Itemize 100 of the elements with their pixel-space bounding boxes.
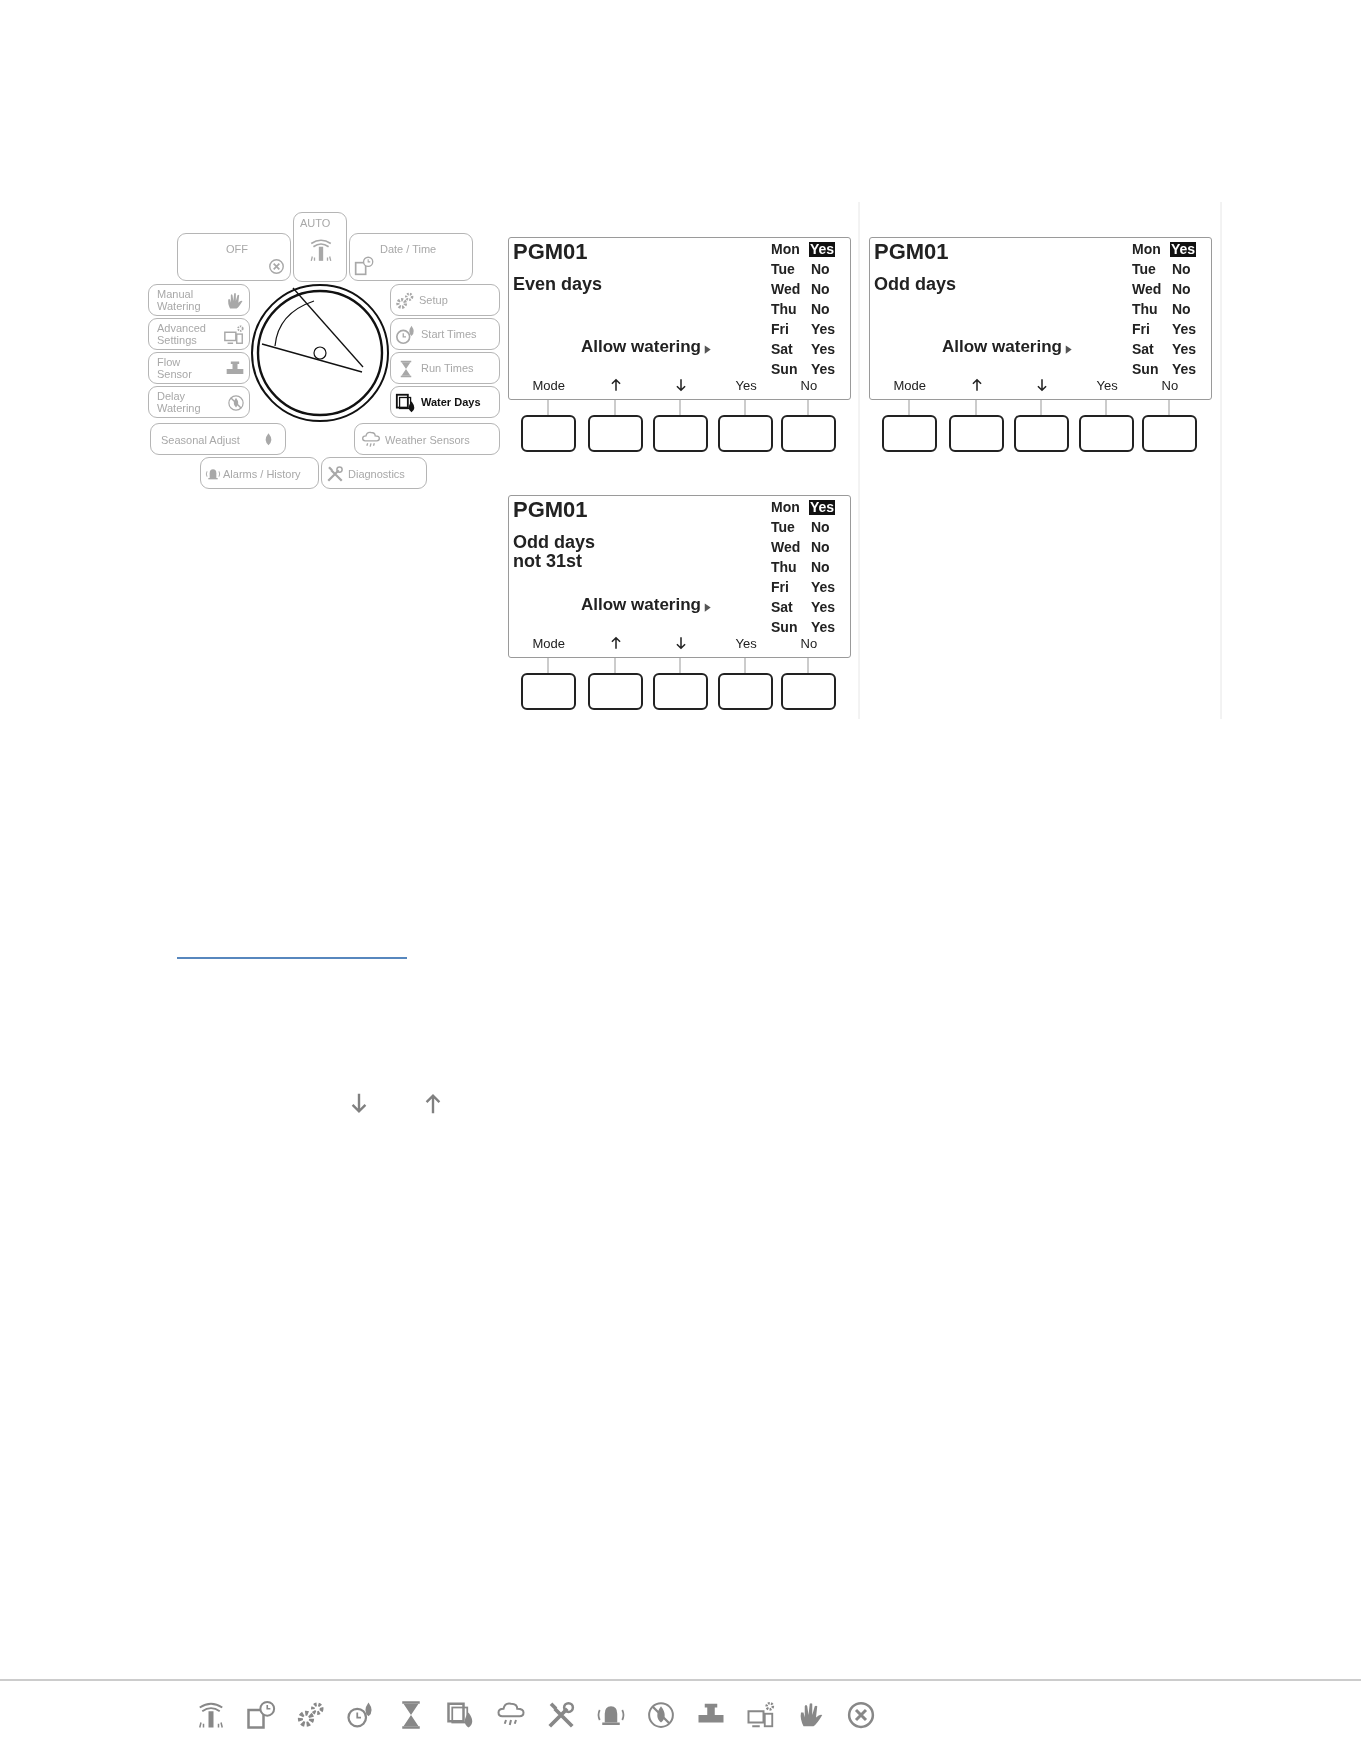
program-title: PGM01	[513, 498, 588, 521]
lcd-screen	[508, 237, 851, 400]
status-text: Allow watering	[581, 338, 701, 356]
dial-segment	[349, 233, 473, 281]
dial-segment	[148, 284, 250, 316]
day-value: No	[811, 302, 830, 317]
soft-key-button	[882, 415, 937, 452]
day-label: Thu	[771, 302, 797, 317]
day-value: Yes	[1172, 362, 1197, 377]
soft-key-label: No	[1161, 379, 1179, 393]
leader-line	[975, 399, 977, 416]
day-label: Tue	[771, 520, 795, 535]
day-value: Yes	[811, 322, 836, 337]
leader-line	[1168, 399, 1170, 416]
leader-line	[807, 657, 809, 674]
mode-text: Odd days not 31st	[513, 533, 597, 571]
segment-label: OFF	[226, 243, 249, 255]
soft-key-button	[781, 415, 836, 452]
segment-label: Flow Sensor	[157, 356, 193, 380]
segment-label: Alarms / History	[223, 468, 302, 480]
day-label: Mon	[1132, 242, 1161, 257]
day-value: No	[811, 520, 830, 535]
dial-segment	[321, 457, 427, 489]
day-value: Yes	[811, 342, 836, 357]
leader-line	[679, 399, 681, 416]
day-value: Yes	[1172, 342, 1197, 357]
soft-key-button	[521, 673, 576, 710]
segment-label: Setup	[419, 294, 449, 306]
dial-segment	[390, 318, 500, 350]
dial-segment	[354, 423, 500, 455]
dial-segment	[390, 386, 500, 418]
soft-key-button	[521, 415, 576, 452]
soft-key-button	[781, 673, 836, 710]
leader-line	[908, 399, 910, 416]
day-label: Fri	[771, 322, 789, 337]
day-value: No	[811, 560, 830, 575]
day-label: Thu	[1132, 302, 1158, 317]
status-text: Allow watering	[581, 596, 701, 614]
soft-key-label: Mode	[893, 379, 927, 393]
segment-label: Run Times	[421, 362, 475, 374]
soft-key-label: Yes	[1096, 379, 1118, 393]
day-label: Tue	[1132, 262, 1156, 277]
segment-label: Advanced Settings	[157, 322, 207, 346]
day-value: No	[1172, 302, 1191, 317]
segment-label: AUTO	[300, 217, 332, 229]
leader-line	[547, 399, 549, 416]
dial-segment	[148, 318, 250, 350]
day-label: Sat	[771, 342, 793, 357]
program-title: PGM01	[874, 240, 949, 263]
segment-label: Weather Sensors	[385, 434, 471, 446]
segment-label: Water Days	[421, 396, 482, 408]
soft-key-label: No	[800, 637, 818, 651]
day-value: No	[811, 262, 830, 277]
day-value: No	[811, 282, 830, 297]
day-label: Wed	[771, 540, 801, 555]
soft-key-button	[718, 673, 773, 710]
soft-key-button	[1142, 415, 1197, 452]
soft-key-label: Yes	[735, 637, 757, 651]
day-value: No	[1172, 282, 1191, 297]
leader-line	[807, 399, 809, 416]
day-label: Wed	[1132, 282, 1162, 297]
dial-segment	[148, 386, 250, 418]
soft-key-button	[653, 415, 708, 452]
leader-line	[679, 657, 681, 674]
dial-segment	[150, 423, 286, 455]
segment-label: Diagnostics	[348, 468, 406, 480]
lcd-screen	[869, 237, 1212, 400]
soft-key-button	[1079, 415, 1134, 452]
day-value: Yes	[809, 242, 836, 257]
day-label: Fri	[771, 580, 789, 595]
soft-key-button	[653, 673, 708, 710]
status-text: Allow watering	[942, 338, 1062, 356]
soft-key-button	[588, 415, 643, 452]
selector-knob	[250, 283, 390, 423]
day-value: Yes	[811, 362, 836, 377]
day-value: Yes	[811, 600, 836, 615]
soft-key-button	[949, 415, 1004, 452]
day-value: No	[1172, 262, 1191, 277]
mode-text: Even days	[513, 275, 604, 294]
segment-label: Delay Watering	[157, 390, 202, 414]
dial-segment	[390, 352, 500, 384]
dial-segment	[177, 233, 291, 281]
dial-segment	[200, 457, 319, 489]
day-label: Tue	[771, 262, 795, 277]
soft-key-label: Mode	[532, 637, 566, 651]
leader-line	[744, 657, 746, 674]
segment-label: Seasonal Adjust	[161, 434, 241, 446]
day-label: Fri	[1132, 322, 1150, 337]
day-label: Wed	[771, 282, 801, 297]
dial-segment	[293, 212, 347, 282]
soft-key-label: Yes	[735, 379, 757, 393]
dial-segment	[148, 352, 250, 384]
soft-key-label: Mode	[532, 379, 566, 393]
day-label: Sun	[771, 620, 798, 635]
leader-line	[1105, 399, 1107, 416]
soft-key-button	[1014, 415, 1069, 452]
leader-line	[1040, 399, 1042, 416]
soft-key-button	[588, 673, 643, 710]
dial-segment	[390, 284, 500, 316]
day-label: Sun	[1132, 362, 1159, 377]
